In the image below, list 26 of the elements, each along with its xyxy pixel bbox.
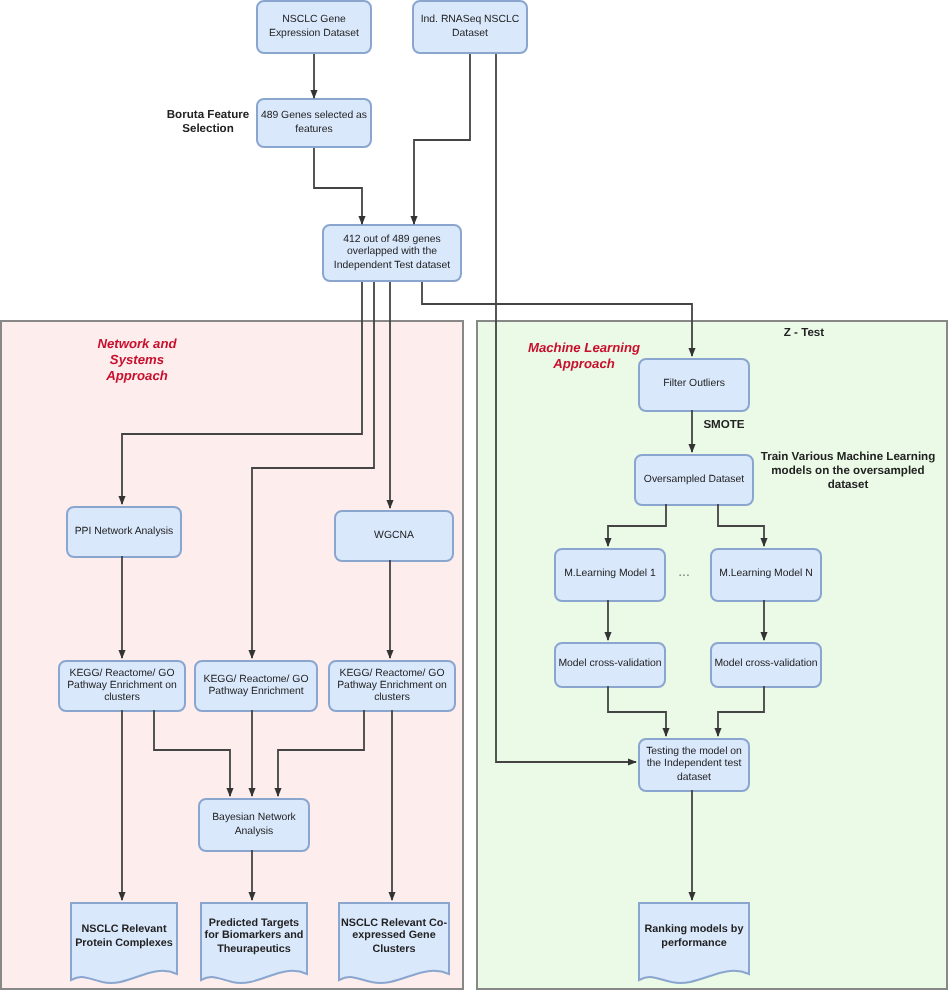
arrow (714, 685, 765, 737)
arrow (604, 599, 612, 641)
arrow (313, 147, 366, 225)
arrow (248, 849, 256, 901)
arrow (248, 709, 256, 797)
arrow (607, 685, 670, 737)
arrow (410, 53, 471, 225)
arrow (310, 53, 318, 99)
arrow (386, 559, 394, 659)
arrow (760, 599, 768, 641)
arrow (248, 281, 375, 659)
arrow (688, 409, 696, 453)
arrow (386, 281, 394, 509)
arrow (388, 709, 396, 901)
arrow (153, 709, 234, 797)
network-systems-panel (0, 320, 464, 990)
arrow (688, 789, 696, 901)
arrow (118, 709, 126, 901)
arrow (118, 281, 363, 505)
arrow (495, 53, 637, 766)
arrow (118, 555, 126, 659)
arrow (604, 503, 667, 547)
arrow (717, 503, 768, 547)
arrow (421, 281, 696, 357)
machine-learning-panel (476, 320, 948, 990)
arrow (274, 709, 365, 797)
